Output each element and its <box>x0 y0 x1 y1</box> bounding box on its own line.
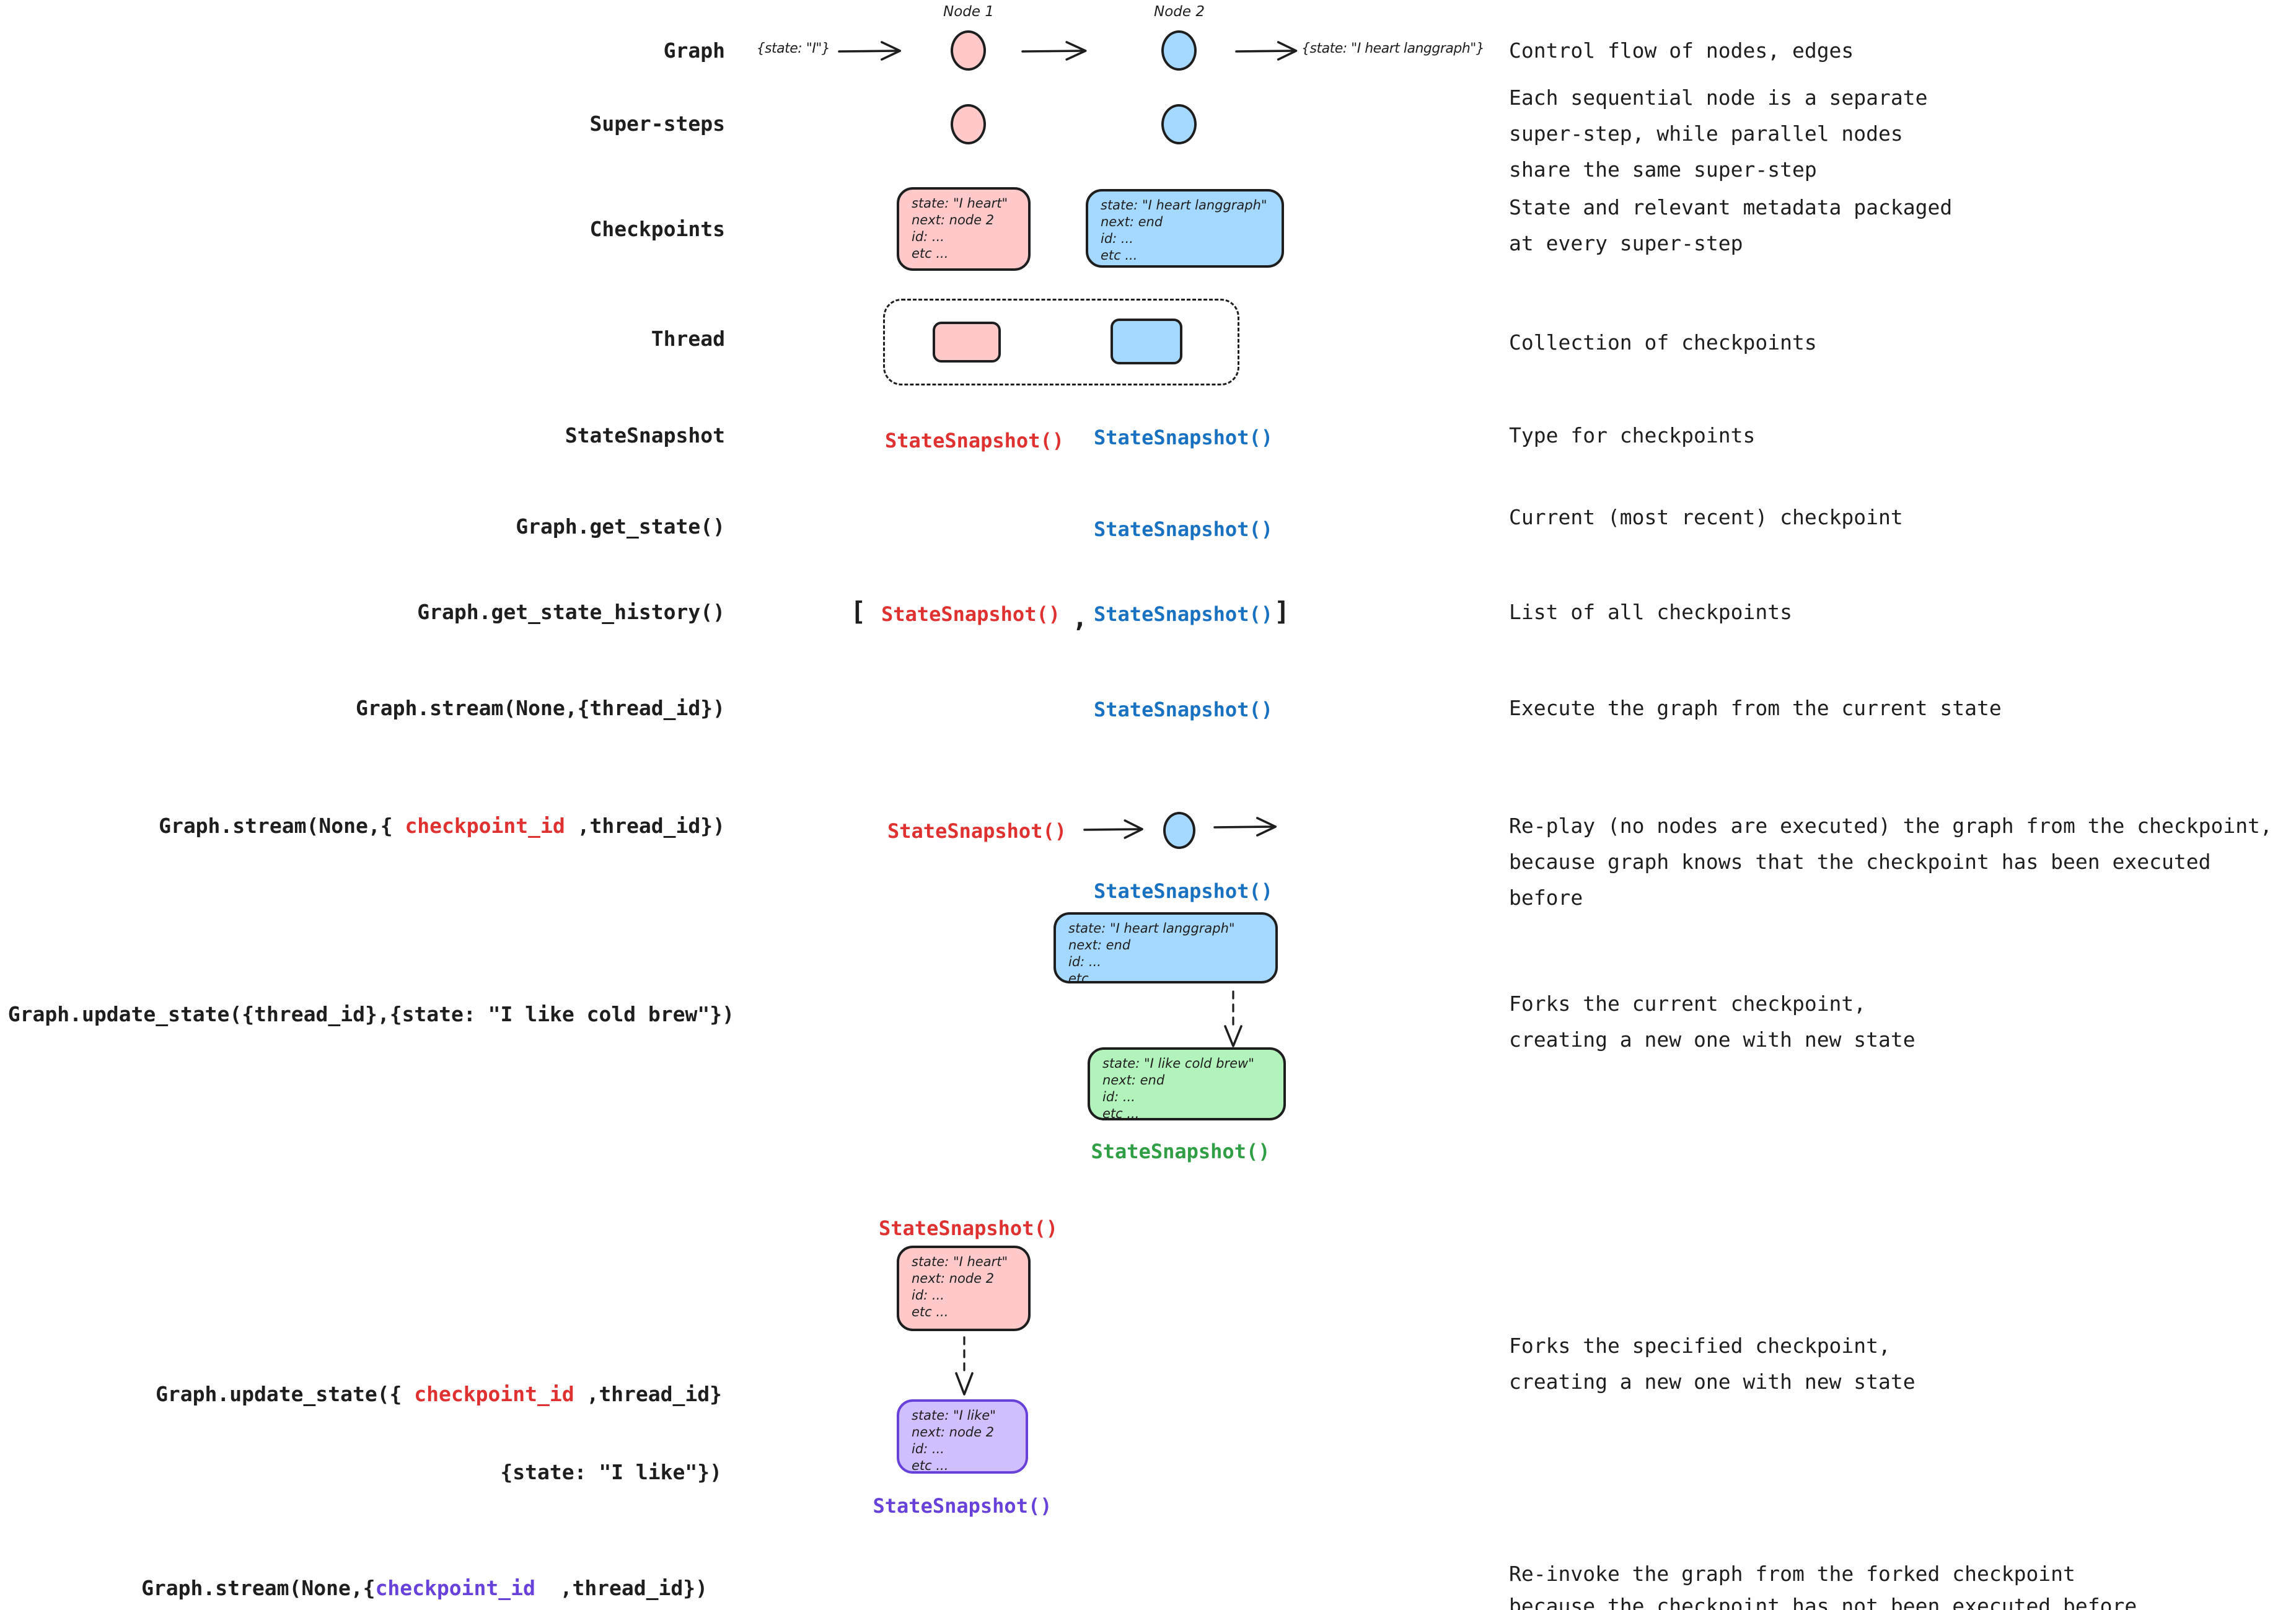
checkpoint-box-purple: state: "I like" next: node 2 id: ... etc… <box>897 1399 1028 1474</box>
checkpoint-line: etc ... <box>1102 1106 1140 1121</box>
checkpoint-line: etc ... <box>1101 248 1138 263</box>
thread-dashed-container <box>883 299 1239 385</box>
label-segment: Graph.stream(None,{ <box>159 814 405 838</box>
thread-mini-checkpoint-pink <box>933 322 1001 363</box>
bracket-close: ] <box>1274 596 1290 627</box>
checkpoint-line: next: node 2 <box>912 1425 995 1440</box>
arrow-down-dashed-icon <box>955 1336 974 1396</box>
label-line2: {state: "I like"}) <box>500 1460 722 1484</box>
arrow-right-icon <box>1213 817 1277 837</box>
row-label-graph: Graph <box>663 38 725 63</box>
statesnapshot-purple: StateSnapshot() <box>873 1494 1052 1518</box>
desc-replay: Re-play (no nodes are executed) the grap… <box>1509 814 2272 910</box>
label-arg-checkpoint-id: checkpoint_id <box>405 814 565 838</box>
statesnapshot-red: StateSnapshot() <box>885 429 1064 452</box>
replay-node-circle <box>1163 812 1195 849</box>
arrow-right-icon <box>1083 819 1143 839</box>
row-label-fork-specified: Graph.update_state({ checkpoint_id ,thre… <box>0 1329 722 1537</box>
desc-stream-thread: Execute the graph from the current state <box>1509 696 2002 720</box>
checkpoint-line: id: ... <box>912 1441 944 1456</box>
arrow-right-icon <box>1021 41 1087 61</box>
checkpoint-line: id: ... <box>1101 231 1133 246</box>
checkpoint-line: id: ... <box>912 229 944 244</box>
thread-mini-checkpoint-blue <box>1111 319 1182 364</box>
statesnapshot-blue: StateSnapshot() <box>1094 517 1273 541</box>
desc-fork-current: Forks the current checkpoint, creating a… <box>1509 992 1916 1052</box>
node1-label: Node 1 <box>943 4 994 20</box>
row-label-fork-current: Graph.update_state({thread_id},{state: "… <box>7 1002 734 1026</box>
checkpoint-line: state: "I heart langgraph" <box>1068 921 1235 936</box>
checkpoint-box-blue: state: "I heart langgraph" next: end id:… <box>1053 912 1278 986</box>
checkpoint-line: state: "I heart langgraph" <box>1101 198 1267 213</box>
label-arg-checkpoint-id: checkpoint_id <box>375 1576 535 1600</box>
desc-get-state-history: List of all checkpoints <box>1509 600 1792 624</box>
desc-graph: Control flow of nodes, edges <box>1509 38 1854 63</box>
desc-reinvoke: Re-invoke the graph from the forked chec… <box>1509 1562 2137 1610</box>
checkpoint-line: next: node 2 <box>912 1271 995 1286</box>
checkpoint-line: id: ... <box>1102 1089 1135 1104</box>
desc-statesnapshot: Type for checkpoints <box>1509 423 1756 447</box>
label-segment: ,thread_id}) <box>565 814 725 838</box>
checkpoint-box-blue: state: "I heart langgraph" next: end id:… <box>1086 189 1284 268</box>
statesnapshot-blue: StateSnapshot() <box>1094 426 1273 449</box>
label-segment: ,thread_id} <box>574 1382 722 1406</box>
checkpoint-line: etc ... <box>912 1458 949 1473</box>
label-segment: Graph.stream(None,{ <box>141 1576 376 1600</box>
statesnapshot-red: StateSnapshot() <box>887 819 1067 843</box>
checkpoint-line: etc ... <box>912 246 949 261</box>
row-label-thread: Thread <box>651 327 725 351</box>
arrow-right-icon <box>838 41 902 61</box>
row-label-stream-thread: Graph.stream(None,{thread_id}) <box>355 696 725 720</box>
row-label-super-steps: Super-steps <box>589 112 725 136</box>
node2-label: Node 2 <box>1154 4 1205 20</box>
label-segment: Graph.update_state({ <box>156 1382 415 1406</box>
checkpoint-line: etc ... <box>1068 971 1106 986</box>
label-segment: ,thread_id}) <box>535 1576 708 1600</box>
arrow-right-icon <box>1235 41 1298 61</box>
statesnapshot-blue: StateSnapshot() <box>1094 602 1273 626</box>
checkpoint-line: next: end <box>1101 214 1163 229</box>
checkpoint-line: state: "I like cold brew" <box>1102 1056 1254 1071</box>
row-label-checkpoints: Checkpoints <box>589 217 725 241</box>
checkpoint-line: state: "I heart" <box>912 196 1008 211</box>
node1-circle <box>951 30 986 71</box>
checkpoint-line: state: "I heart" <box>912 1254 1008 1269</box>
row-label-replay: Graph.stream(None,{ checkpoint_id ,threa… <box>0 813 725 839</box>
label-arg-checkpoint-id: checkpoint_id <box>414 1382 574 1406</box>
desc-thread: Collection of checkpoints <box>1509 330 1817 354</box>
super-step-node1-circle <box>951 104 986 144</box>
checkpoint-box-green: state: "I like cold brew" next: end id: … <box>1088 1047 1286 1121</box>
row-label-get-state: Graph.get_state() <box>516 514 725 539</box>
arrow-down-dashed-icon <box>1224 990 1243 1047</box>
graph-input-state: {state: "I"} <box>756 41 830 56</box>
checkpoint-line: etc ... <box>912 1304 949 1319</box>
checkpoint-box-pink: state: "I heart" next: node 2 id: ... et… <box>897 187 1031 271</box>
checkpoint-line: next: end <box>1068 938 1131 952</box>
node2-circle <box>1161 30 1197 71</box>
row-label-reinvoke: Graph.stream(None,{checkpoint_id ,thread… <box>0 1575 708 1601</box>
desc-super-steps: Each sequential node is a separate super… <box>1509 86 1928 182</box>
checkpoint-line: next: end <box>1102 1073 1165 1088</box>
checkpoint-line: state: "I like" <box>912 1408 996 1423</box>
desc-fork-specified: Forks the specified checkpoint, creating… <box>1509 1334 1916 1394</box>
super-step-node2-circle <box>1161 104 1197 144</box>
statesnapshot-red: StateSnapshot() <box>881 602 1060 626</box>
checkpoint-line: id: ... <box>912 1288 944 1303</box>
statesnapshot-green: StateSnapshot() <box>1091 1140 1270 1163</box>
checkpoint-line: next: node 2 <box>912 213 995 227</box>
checkpoint-line: id: ... <box>1068 954 1101 969</box>
graph-output-state: {state: "I heart langgraph"} <box>1301 41 1485 56</box>
row-label-statesnapshot: StateSnapshot <box>565 423 725 447</box>
comma: , <box>1072 602 1088 633</box>
statesnapshot-blue: StateSnapshot() <box>1094 879 1273 903</box>
bracket-open: [ <box>850 596 866 627</box>
desc-get-state: Current (most recent) checkpoint <box>1509 505 1903 529</box>
statesnapshot-blue: StateSnapshot() <box>1094 698 1273 721</box>
row-label-get-state-history: Graph.get_state_history() <box>417 600 725 624</box>
checkpoint-box-pink: state: "I heart" next: node 2 id: ... et… <box>897 1246 1031 1331</box>
desc-checkpoints: State and relevant metadata packaged at … <box>1509 195 1953 255</box>
statesnapshot-red: StateSnapshot() <box>879 1216 1058 1240</box>
label-line1: Graph.update_state({ checkpoint_id ,thre… <box>0 1381 722 1407</box>
